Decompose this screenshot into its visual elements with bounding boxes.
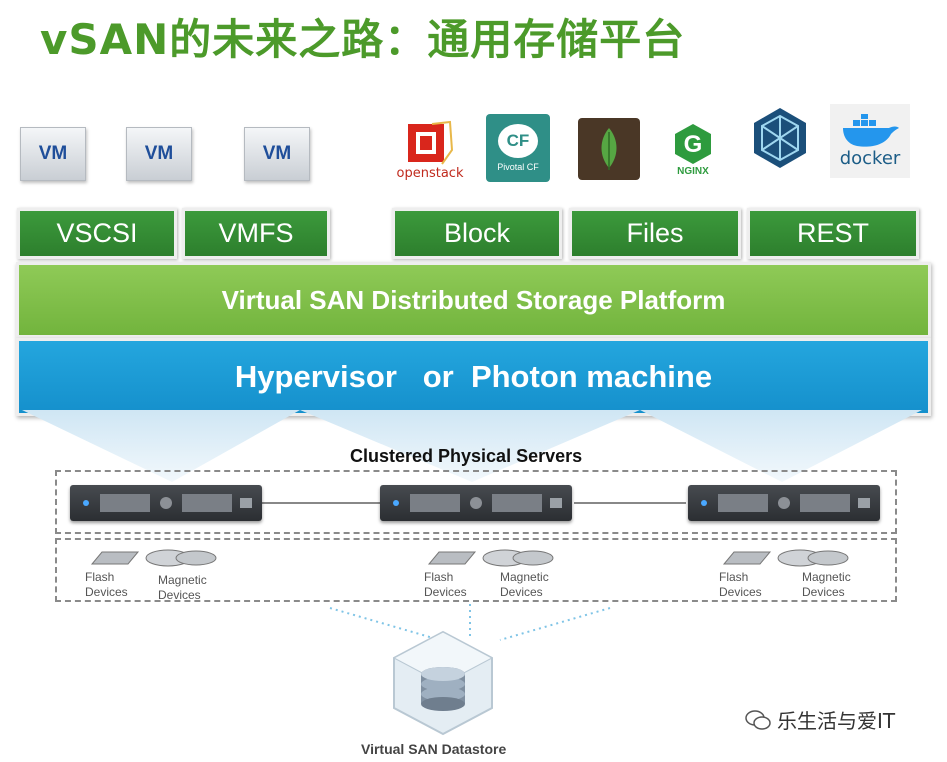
flash-devices-label: Flash Devices: [424, 570, 467, 599]
server-front-icon: [393, 494, 562, 512]
watermark-text: 乐生活与爱IT: [777, 709, 896, 733]
interface-block: Block: [392, 208, 562, 259]
physical-server: [380, 485, 572, 521]
nginx-label: NGINX: [677, 165, 709, 177]
nginx-logo: G NGINX: [661, 118, 725, 180]
beam-left: [22, 410, 300, 482]
cf-cloud-icon: CF: [498, 124, 538, 158]
pivotal-cf-label: Pivotal CF: [497, 162, 539, 172]
docker-label: docker: [839, 147, 901, 169]
svg-text:G: G: [684, 131, 703, 158]
magnetic-devices-label: Magnetic Devices: [500, 570, 549, 599]
mongodb-leaf-icon: [601, 128, 617, 170]
openstack-label: openstack: [396, 165, 464, 181]
docker-whale-icon: [843, 113, 899, 147]
vm-label: VM: [38, 143, 68, 164]
beam-center: [300, 410, 640, 482]
interface-vmfs: VMFS: [182, 208, 330, 259]
mongodb-logo: [578, 118, 640, 180]
server-link: [262, 502, 382, 504]
wechat-icon: [745, 709, 771, 730]
clustered-servers-label: Clustered Physical Servers: [350, 446, 583, 466]
blockchain-logo: [748, 104, 812, 172]
nginx-icon: G: [675, 123, 711, 164]
cf-badge: CF: [506, 131, 530, 150]
projection-beams: [22, 410, 922, 482]
storage-platform-bar: Virtual SAN Distributed Storage Platform: [16, 262, 931, 338]
interface-label: Block: [443, 218, 511, 248]
vm-icon: VM: [126, 127, 192, 181]
flash-devices-label: Flash Devices: [719, 570, 762, 599]
datastore-icon: [392, 630, 494, 736]
magnetic-devices-label: Magnetic Devices: [158, 573, 207, 602]
flash-devices-label: Flash Devices: [85, 570, 128, 599]
beam-right: [640, 410, 922, 482]
physical-server: [70, 485, 262, 521]
pivotal-cf-logo: CF Pivotal CF: [486, 114, 550, 182]
openstack-logo: openstack: [392, 114, 468, 186]
server-front-icon: [701, 494, 870, 512]
disk-drives-icon: [90, 549, 217, 567]
vm-icon: VM: [244, 127, 310, 181]
magnetic-devices-label: Magnetic Devices: [802, 570, 851, 599]
datastore-connectors: [329, 604, 611, 641]
platform-label: Virtual SAN Distributed Storage Platform: [221, 284, 726, 315]
interface-label: Files: [626, 218, 684, 248]
interface-label: REST: [796, 218, 869, 248]
interface-vscsi: VSCSI: [17, 208, 177, 259]
vm-label: VM: [144, 143, 174, 164]
interface-rest: REST: [747, 208, 919, 259]
physical-server: [688, 485, 880, 521]
watermark: 乐生活与爱IT: [745, 705, 895, 734]
hypervisor-bar: Hypervisor or Photon machine: [16, 338, 931, 416]
vm-icon: VM: [20, 127, 86, 181]
server-cluster-box: [55, 470, 897, 534]
interface-files: Files: [569, 208, 741, 259]
vm-label: VM: [262, 143, 292, 164]
server-front-icon: [83, 494, 252, 512]
hypervisor-label: Hypervisor or Photon machine: [234, 359, 713, 394]
interface-label: VMFS: [218, 218, 294, 248]
page-title: vSAN的未来之路：通用存储平台: [40, 15, 686, 64]
openstack-icon: [408, 120, 454, 165]
disk-drives-icon: [722, 549, 849, 567]
docker-logo: docker: [830, 104, 910, 178]
hexagon-mesh-icon: [754, 108, 806, 168]
server-link: [574, 502, 686, 504]
datastore-label: Virtual SAN Datastore: [361, 741, 507, 757]
devices-box: [55, 538, 897, 602]
disk-drives-icon: [427, 549, 554, 567]
interface-label: VSCSI: [56, 218, 138, 248]
